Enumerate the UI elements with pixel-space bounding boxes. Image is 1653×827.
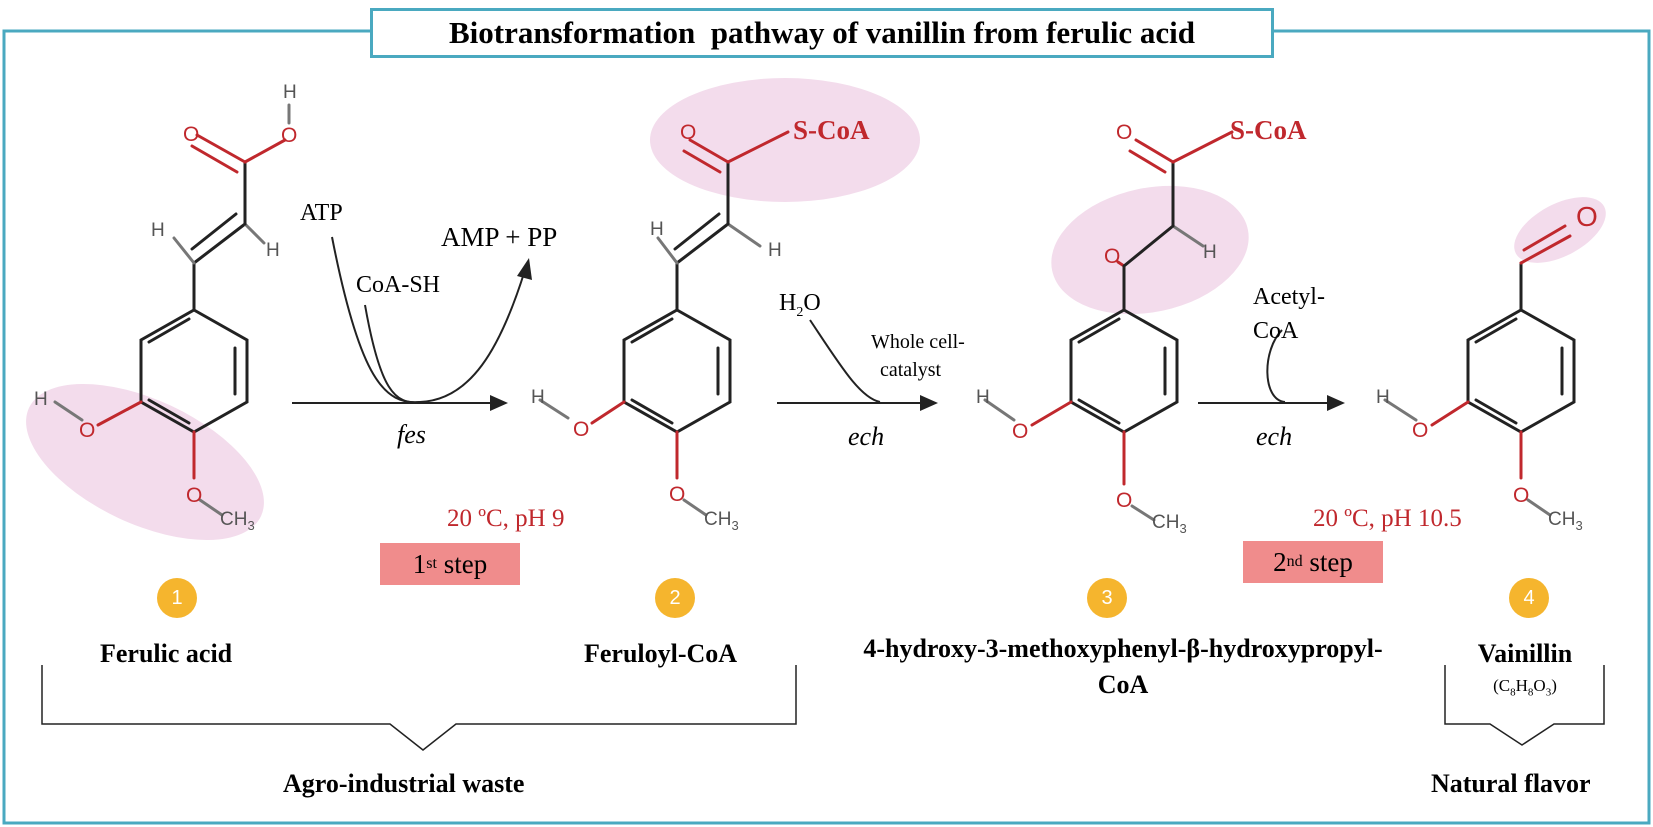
atom-o: O — [79, 419, 96, 442]
atom-ch3: CH3 — [220, 509, 255, 533]
reactant-acetyl-line1: Acetyl- — [1253, 284, 1325, 310]
molecule-hydroxypropyl-coa — [983, 130, 1234, 522]
atom-h: H — [151, 220, 165, 241]
atom-o: O — [1576, 201, 1598, 232]
compound-formula-vanillin: (C8H8O3) — [1493, 676, 1557, 699]
enzyme-ech: ech — [1256, 422, 1293, 451]
catalyst-label-line1: Whole cell- — [871, 331, 965, 353]
highlight-ferulic-hydroxymethoxy — [26, 384, 264, 540]
atom-o: O — [669, 483, 686, 506]
atom-o: O — [1116, 489, 1133, 512]
highlight-hydroxy — [1051, 185, 1249, 315]
bracket-agro-waste — [41, 665, 797, 751]
molecule-feruloyl-coa — [538, 130, 790, 517]
compound-name-vanillin: Vainillin — [1477, 639, 1573, 668]
compound-number-2: 2 — [655, 578, 695, 618]
reactant-acetyl-line2: CoA — [1253, 318, 1299, 344]
compound-name-ferulic-acid: Ferulic acid — [100, 639, 233, 668]
atom-h: H — [283, 82, 297, 103]
atom-o: O — [281, 124, 298, 147]
atom-h: H — [650, 219, 664, 240]
compound-name-hydroxypropyl-line1: 4-hydroxy-3-methoxyphenyl-β-hydroxypropy… — [863, 634, 1383, 663]
bracket-natural-flavor — [1444, 665, 1605, 746]
atom-h: H — [976, 387, 990, 408]
atom-ch3: CH3 — [1548, 509, 1583, 533]
atom-h: H — [1376, 387, 1390, 408]
atom-s-coa: S-CoA — [1230, 115, 1307, 145]
compound-name-feruloyl-coa: Feruloyl-CoA — [584, 639, 738, 668]
atom-o: O — [680, 121, 697, 144]
atom-o: O — [1012, 420, 1029, 443]
atom-h: H — [768, 240, 782, 261]
atom-o: O — [186, 484, 203, 507]
atom-o: O — [1104, 245, 1121, 268]
reactant-water: H2O — [779, 290, 821, 320]
atom-ch3: CH3 — [1152, 512, 1187, 536]
catalyst-label-line2: catalyst — [880, 359, 942, 381]
enzyme-ech: ech — [848, 422, 885, 451]
molecule-ferulic-acid — [53, 103, 291, 517]
atom-s-coa: S-CoA — [793, 115, 870, 145]
coa-curve — [364, 304, 421, 404]
product-amp-pp: AMP + PP — [441, 222, 558, 252]
acetylcoa-curve — [1266, 329, 1286, 403]
compound-number-1: 1 — [157, 578, 197, 618]
compound-number-3: 3 — [1087, 578, 1127, 618]
atp-curve — [331, 236, 421, 404]
atom-h: H — [1203, 242, 1217, 263]
conditions-step1: 20 ºC, pH 9 — [447, 505, 565, 532]
atom-o: O — [573, 418, 590, 441]
atom-h: H — [34, 389, 48, 410]
atom-o: O — [1116, 121, 1133, 144]
molecule-vanillin — [1383, 224, 1576, 517]
reactant-coa-sh: CoA-SH — [356, 272, 441, 298]
reactant-atp: ATP — [300, 200, 343, 226]
atom-o: O — [183, 123, 200, 146]
group-label-natural-flavor: Natural flavor — [1431, 769, 1591, 798]
atom-h: H — [531, 387, 545, 408]
atom-ch3: CH3 — [704, 509, 739, 533]
conditions-step2: 20 ºC, pH 10.5 — [1313, 505, 1462, 532]
compound-number-4: 4 — [1509, 578, 1549, 618]
atom-o: O — [1412, 419, 1429, 442]
enzyme-fes: fes — [397, 420, 426, 449]
diagram-title: Biotransformation pathway of vanillin fr… — [370, 8, 1274, 58]
water-curve — [809, 319, 881, 403]
atom-h: H — [266, 240, 280, 261]
atom-o: O — [1513, 484, 1530, 507]
compound-name-hydroxypropyl-line2: CoA — [1097, 670, 1149, 699]
reaction-arrows — [292, 236, 1345, 411]
group-label-agro-waste: Agro-industrial waste — [283, 769, 525, 798]
amp-curve — [419, 269, 526, 403]
